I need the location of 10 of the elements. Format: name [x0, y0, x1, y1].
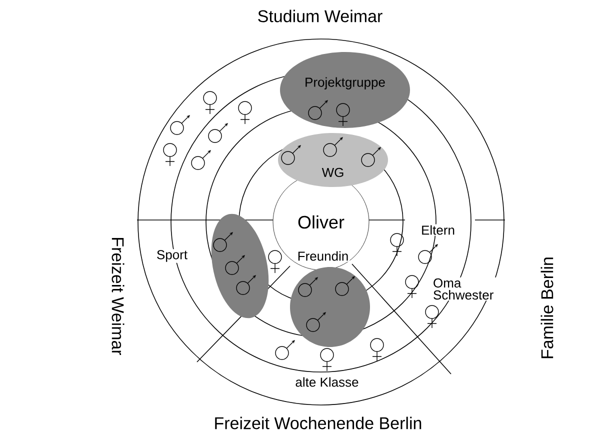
group-label: Freundin	[296, 250, 350, 262]
group-circle	[290, 267, 370, 347]
group-label: Oma Schwester	[432, 277, 498, 301]
group-label: alte Klasse	[294, 376, 360, 388]
group-label: Eltern	[420, 224, 456, 236]
sector-label: Studium Weimar	[258, 10, 382, 22]
sector-label: Freizeit Weimar	[112, 238, 124, 356]
sector-label: Freizeit Wochenende Berlin	[215, 416, 422, 430]
group-label: Sport	[155, 249, 189, 263]
sector-label: Familie Berlin	[540, 258, 554, 358]
